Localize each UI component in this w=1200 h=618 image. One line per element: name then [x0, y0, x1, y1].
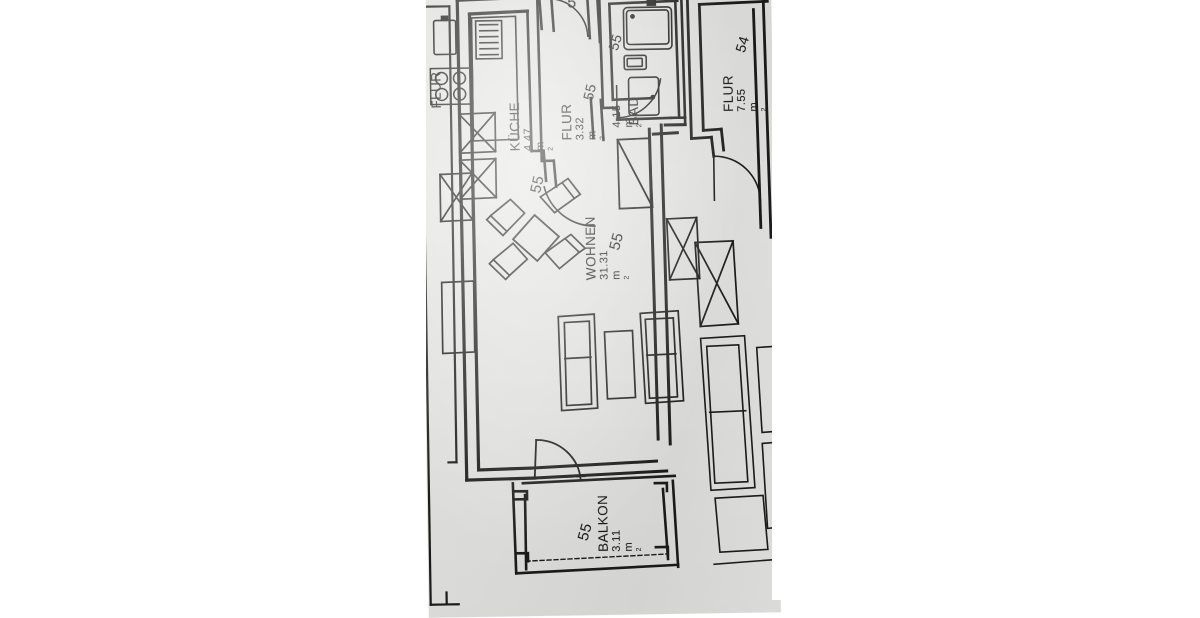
room-area-balkon: 3.11: [610, 529, 624, 552]
room-area-kueche: 4.47: [522, 127, 535, 152]
living-room-walls: [529, 123, 687, 480]
room-name-kueche: KÜCHE: [506, 101, 523, 152]
balcony-door-swing-icon: [533, 439, 586, 482]
neighbour-furniture: [699, 334, 781, 566]
door-swing-icon: [543, 0, 596, 227]
room-exp-balkon: 2: [635, 547, 643, 552]
room-name-flur: FLUR: [558, 103, 575, 141]
neighbour-door-swing-icon: [712, 155, 762, 203]
apartment-55-outer-wall: [455, 0, 539, 482]
balcony-walls: [511, 474, 680, 575]
room-exp-wohnen: 2: [623, 275, 631, 280]
bathroom-door-swing-icon: [615, 78, 662, 119]
room-name-balkon: BALKON: [595, 494, 611, 553]
coffee-table-icon: [603, 329, 637, 400]
letterbox-left: [0, 0, 426, 600]
kitchen-sink: [432, 15, 457, 56]
armchair-icon: [557, 309, 685, 412]
bathroom-walls: [597, 0, 687, 126]
kitchen-upper-cabinet: [474, 19, 503, 60]
neighbour-window-cross: [693, 239, 740, 328]
room-exp-flur-54: 2: [760, 107, 768, 112]
room-unit-balkon: m: [623, 541, 636, 552]
window-cross-right: [665, 216, 701, 282]
room-exp-flur: 2: [599, 135, 607, 140]
neighbour-apartment-54: [685, 0, 773, 239]
window-cross-icon: [457, 111, 498, 201]
window-cross-icon-lower: [438, 171, 476, 355]
room-area-flur-54: 7.55: [735, 88, 749, 112]
room-exp-bad: 2: [635, 123, 644, 128]
living-window-right: [616, 137, 654, 210]
room-label-flur-left-cut: FLUR: [428, 72, 444, 109]
floorplan-linework: [420, 0, 781, 606]
dining-table-icon: [511, 213, 561, 263]
chair-icon: [485, 177, 587, 281]
room-name-flur-54: FLUR: [720, 74, 737, 113]
room-unit-bad: m: [623, 117, 636, 128]
room-area-flur: 3.32: [574, 117, 587, 141]
room-unit-flur-54: m: [748, 101, 761, 112]
room-area-bad: 4.15: [610, 104, 624, 128]
room-name-flur-left: FLUR: [428, 71, 444, 109]
room-exp-kueche: 2: [547, 146, 555, 151]
room-unit-kueche: m: [534, 141, 548, 152]
room-name-wohnen: WOHNEN: [582, 216, 599, 281]
washbasin-icon: [623, 54, 648, 71]
kitchen-walls: [526, 0, 556, 163]
bathtub-icon: [622, 0, 673, 51]
unit-number-top: 5: [567, 0, 577, 12]
letterbox-right: [772, 0, 1200, 600]
stove-icon: [429, 67, 474, 106]
room-unit-flur: m: [586, 130, 599, 141]
